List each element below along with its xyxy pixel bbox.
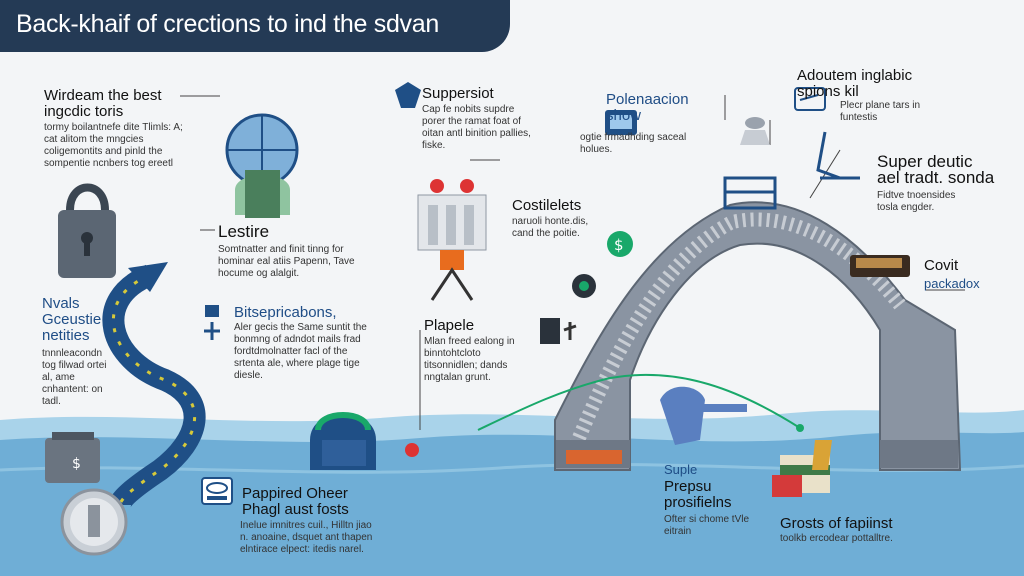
bitsepro-heading: Bitsepricabons, <box>234 304 337 321</box>
tower-icon <box>816 131 860 180</box>
covit-heading: Covit <box>924 257 959 274</box>
connector-lines <box>180 95 965 430</box>
wirdeam-body: tormy boilantnefe dite Tlimls: A; cat al… <box>44 122 183 169</box>
covit-sub: packadox <box>924 276 980 291</box>
globe-icon <box>225 113 299 218</box>
dollar-icon: $ <box>607 231 633 257</box>
nvals-heading: Nvals Gceustie netities <box>42 295 102 344</box>
papired-body: Inelue imnitres cuil., Hilltn jiao n. an… <box>240 520 373 555</box>
lestire-body: Somtnatter and finit tinng for hominar e… <box>218 244 355 279</box>
super-deutic-heading: Super deutic ael tradt. sonda <box>877 152 995 187</box>
lamp-icon <box>740 117 770 145</box>
adoutem-body: Plecr plane tars in funtestis <box>840 100 921 123</box>
super-deutic-body: Fidtve tnoensides tosla engder. <box>877 190 956 213</box>
suppersiot-heading: Suppersiot <box>422 85 494 102</box>
building-icon <box>417 179 487 301</box>
costilelets-heading: Costilelets <box>512 197 582 214</box>
grosts-heading: Grosts of fapiinst <box>780 515 893 532</box>
svg-text:$: $ <box>614 236 624 254</box>
bug-icon <box>572 274 596 298</box>
target-icon <box>310 412 419 470</box>
wirdeam-heading: Wirdeam the best ingcdic toris <box>44 87 162 120</box>
polenaacion-body: ogtie frmadhding saceal holues. <box>580 132 687 155</box>
papired-heading: Pappired Oheer Phagl aust fosts <box>242 485 349 518</box>
lock-icon <box>58 183 116 278</box>
flow-line <box>477 373 801 431</box>
card-icon <box>850 255 910 277</box>
robot-icon <box>660 386 747 445</box>
plapele-heading: Plapele <box>424 317 475 334</box>
grosts-body: toolkb ercodear pottalltre. <box>780 533 893 544</box>
water-foreground <box>0 432 1024 576</box>
plant-icon <box>540 318 577 344</box>
wallet-icon <box>794 87 826 111</box>
laptop-icon <box>605 110 637 135</box>
prepsu-body: Ofter si chome tVle eitrain <box>664 514 750 537</box>
coin-icon <box>60 488 128 556</box>
suppersiot-body: Cap fe nobits supdre porer the ramat foa… <box>422 104 531 151</box>
page-title: Back-khaif of crections to ind the sdvan <box>16 10 439 38</box>
lestire-heading: Lestire <box>218 222 270 241</box>
nvals-body: tnnnleacondn tog filwad ortei al, ame cn… <box>42 348 107 407</box>
papired-icon <box>201 477 233 505</box>
prepsu-heading: Prepsu prosifielns <box>664 478 732 511</box>
microphone-icon <box>204 305 220 340</box>
safe-icon: $ <box>45 432 100 483</box>
money-icon <box>772 440 832 497</box>
polenaacion-heading: Polenaacion show <box>606 91 689 124</box>
costilelets-body: naruoli honte.dis, cand the poitie. <box>512 216 589 239</box>
arrow-head <box>128 262 168 292</box>
svg-text:$: $ <box>72 456 81 472</box>
people-icon <box>395 82 421 108</box>
adoutem-heading: Adoutem inglabic spions kil <box>797 67 913 100</box>
suple-heading: Suple <box>664 462 698 477</box>
plapele-body: Mlan freed ealong in binntohtcloto titso… <box>424 336 515 383</box>
bitsepro-body: Aler gecis the Same suntit the bonmng of… <box>234 322 367 381</box>
title-banner: Back-khaif of crections to ind the sdvan <box>0 0 510 52</box>
